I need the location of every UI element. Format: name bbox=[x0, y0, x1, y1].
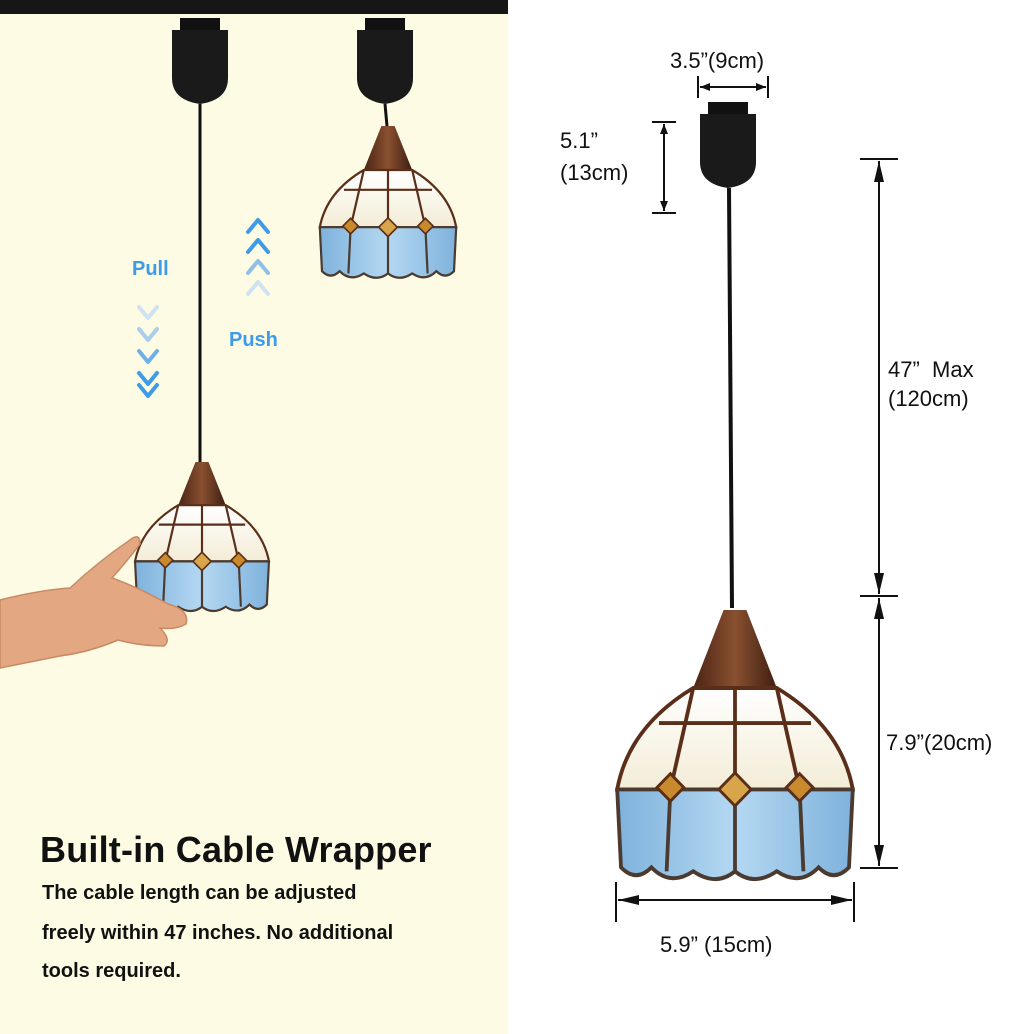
dimension-lamp bbox=[615, 102, 855, 882]
description-line-2: freely within 47 inches. No additional bbox=[42, 922, 394, 944]
canopy-height-in-label: 5.1” bbox=[560, 128, 598, 153]
hand-icon bbox=[0, 536, 188, 669]
pull-down-arrows-icon bbox=[137, 305, 159, 398]
left-panel bbox=[0, 0, 508, 1034]
pull-label: Pull bbox=[132, 258, 169, 280]
retracted-lamp bbox=[318, 18, 458, 279]
cord-length-cm-label: (120cm) bbox=[888, 386, 969, 411]
cord-length-in-label: 47” Max bbox=[888, 357, 974, 382]
extended-lamp bbox=[133, 18, 271, 613]
canopy-height-cm-label: (13cm) bbox=[560, 160, 629, 185]
description-line-3: tools required. bbox=[42, 960, 181, 982]
description-line-1: The cable length can be adjusted bbox=[42, 882, 357, 904]
shade-width-label: 5.9” (15cm) bbox=[660, 932, 773, 957]
dimension-lines bbox=[615, 76, 898, 922]
push-up-arrows-icon bbox=[246, 218, 270, 296]
push-label: Push bbox=[229, 329, 278, 351]
canopy-width-label: 3.5”(9cm) bbox=[670, 48, 765, 73]
ceiling-track bbox=[0, 0, 508, 14]
heading: Built-in Cable Wrapper bbox=[40, 829, 432, 870]
shade-height-label: 7.9”(20cm) bbox=[886, 730, 993, 755]
